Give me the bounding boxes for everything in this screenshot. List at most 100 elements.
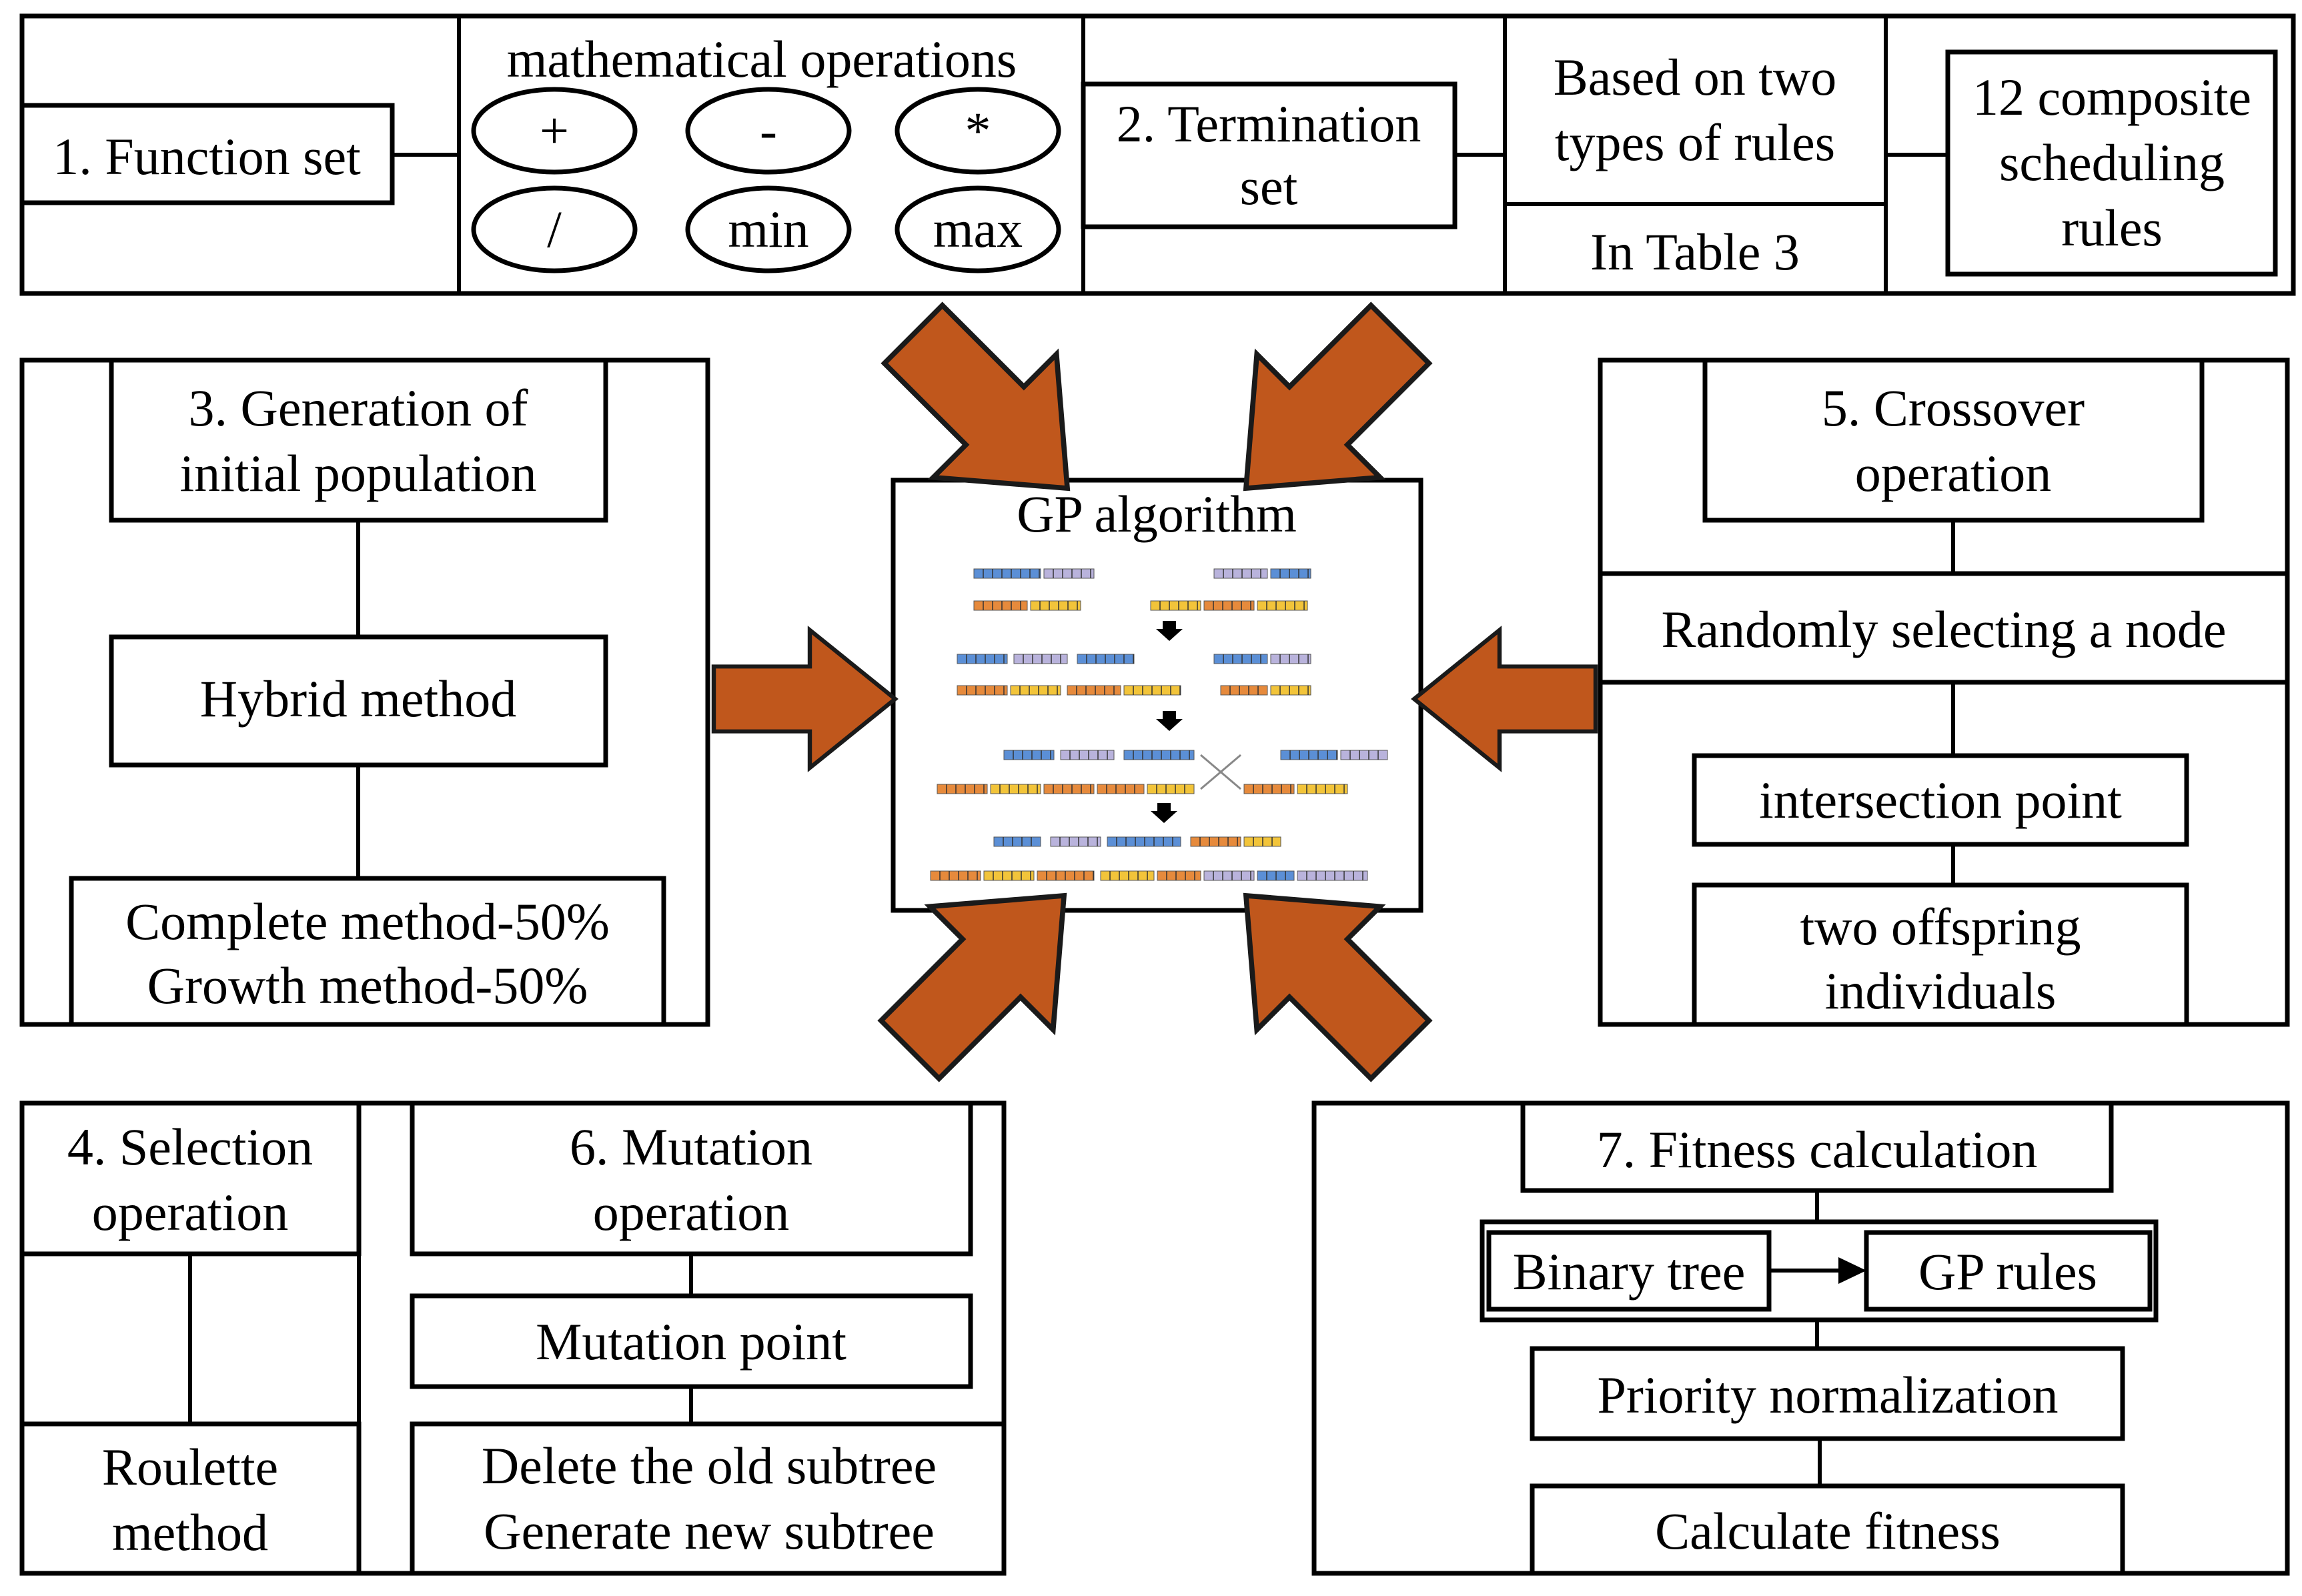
hybrid-method-label: Hybrid method — [200, 670, 516, 728]
complete-method-label: Complete method-50% — [125, 892, 610, 950]
composite-rules-line1: 12 composite — [1972, 68, 2251, 126]
hybrid-method-box — [109, 634, 608, 768]
chromosome-segment — [1097, 784, 1145, 794]
chromosome-segment — [1100, 870, 1155, 881]
operator-divide: / — [471, 185, 638, 273]
chromosome-segment — [1220, 685, 1268, 696]
chromosome-segment — [1270, 685, 1311, 696]
svg-text:-: - — [760, 101, 777, 159]
function-set-box — [19, 103, 395, 205]
chromosome-segment — [1107, 836, 1181, 847]
selection-title-line1: 4. Selection — [67, 1118, 313, 1176]
arrow-top-left — [881, 301, 1071, 492]
top-band: 1. Function set mathematical operations … — [19, 13, 2296, 296]
chromosome-segment — [1243, 784, 1295, 794]
chromosome-segment — [1010, 685, 1061, 696]
chromosome-segment — [1203, 870, 1255, 881]
chromosome-segment — [1190, 836, 1241, 847]
offspring-label-line2: individuals — [1825, 962, 2057, 1020]
chromosome-segment — [1050, 836, 1101, 847]
termination-set-box — [1081, 81, 1458, 229]
termination-set-label-line2: set — [1240, 157, 1298, 215]
chromosome-segment — [1060, 750, 1115, 760]
chromosome-segment — [993, 836, 1041, 847]
normalization-box — [1530, 1346, 2125, 1441]
binary-to-rules-arrowhead — [1838, 1257, 1866, 1284]
step-down-arrow — [1156, 711, 1183, 731]
chromosome-segment — [1123, 750, 1195, 760]
initial-population-title-line2: initial population — [179, 444, 536, 502]
chromosome-segment — [1203, 600, 1255, 611]
crossover-panel: 5. Crossover operation Randomly selectin… — [1598, 357, 2290, 1027]
offspring-label-line1: two offspring — [1800, 898, 2081, 956]
crossover-title-line2: operation — [1855, 444, 2052, 502]
gp-algorithm-title: GP algorithm — [1017, 485, 1297, 543]
initial-population-title-line1: 3. Generation of — [189, 379, 528, 437]
chromosome-segment — [1270, 654, 1311, 664]
svg-text:min: min — [728, 200, 808, 258]
operator-min: min — [685, 185, 852, 273]
operator-max: max — [895, 185, 1061, 273]
calculate-fitness-box — [1530, 1483, 2125, 1576]
chromosome-segment — [1297, 870, 1368, 881]
intersection-point-box — [1692, 753, 2189, 847]
initial-population-panel: 3. Generation of initial population Hybr… — [19, 357, 710, 1027]
select-node-box — [1598, 571, 2290, 685]
generate-subtree-label: Generate new subtree — [484, 1502, 935, 1560]
binary-tree-label: Binary tree — [1513, 1243, 1746, 1301]
chromosome-segment — [1157, 870, 1201, 881]
chromosome-segment — [1030, 600, 1081, 611]
offspring-box — [1692, 882, 2189, 1027]
arrow-left — [711, 626, 899, 772]
chromosome-segment — [1013, 654, 1068, 664]
normalization-label: Priority normalization — [1597, 1366, 2058, 1424]
arrow-right — [1411, 626, 1598, 772]
roulette-method-line1: Roulette — [102, 1438, 278, 1496]
gp-rules-box — [1864, 1230, 2153, 1312]
svg-text:/: / — [547, 200, 562, 258]
operator-multiply: * — [895, 87, 1061, 175]
chromosome-segment — [1213, 568, 1268, 579]
selection-mutation-panel: 4. Selection operation Roulette method 6… — [19, 1100, 1007, 1576]
select-node-label: Randomly selecting a node — [1662, 600, 2227, 658]
intersection-point-label: intersection point — [1759, 771, 2122, 829]
methods-split-box — [69, 876, 666, 1027]
chromosome-segment — [930, 870, 981, 881]
arrow-bottom-right — [1243, 892, 1433, 1082]
gp-algorithm-panel: GP algorithm — [891, 478, 1423, 913]
mutation-point-box — [410, 1293, 973, 1389]
chromosome-segment — [1043, 568, 1095, 579]
svg-text:*: * — [965, 101, 991, 159]
flow-arrows — [711, 301, 1598, 1082]
chromosome-segment — [1043, 784, 1095, 794]
arrow-bottom-left — [877, 892, 1067, 1082]
chromosome-segment — [973, 568, 1041, 579]
roulette-method-line2: method — [112, 1503, 268, 1561]
chromosome-segment — [1147, 784, 1195, 794]
delete-subtree-label: Delete the old subtree — [482, 1437, 937, 1495]
step-down-arrow — [1156, 621, 1183, 641]
mutation-title-line1: 6. Mutation — [570, 1118, 812, 1176]
chromosome-segment — [937, 784, 988, 794]
selection-title-box — [19, 1100, 362, 1257]
function-set-label: 1. Function set — [53, 127, 361, 185]
mutation-point-label: Mutation point — [536, 1313, 846, 1371]
rules-types-line2: types of rules — [1555, 113, 1835, 171]
chromosome-segment — [973, 600, 1028, 611]
crossover-line — [1200, 754, 1241, 790]
calculate-fitness-label: Calculate fitness — [1655, 1502, 2000, 1560]
svg-text:max: max — [933, 200, 1023, 258]
growth-method-label: Growth method-50% — [147, 956, 588, 1014]
svg-text:+: + — [540, 101, 569, 159]
chromosome-segment — [1257, 600, 1308, 611]
chromosome-segment — [1297, 784, 1348, 794]
table-reference: In Table 3 — [1590, 223, 1800, 281]
crossover-title-line1: 5. Crossover — [1822, 379, 2085, 437]
termination-set-label-line1: 2. Termination — [1117, 95, 1421, 153]
chromosome-segment — [1340, 750, 1388, 760]
chromosome-segment — [1270, 568, 1311, 579]
roulette-method-box — [19, 1421, 362, 1576]
chromosome-segment — [1150, 600, 1201, 611]
chromosome-segment — [1003, 750, 1055, 760]
subtree-box — [410, 1421, 1007, 1576]
